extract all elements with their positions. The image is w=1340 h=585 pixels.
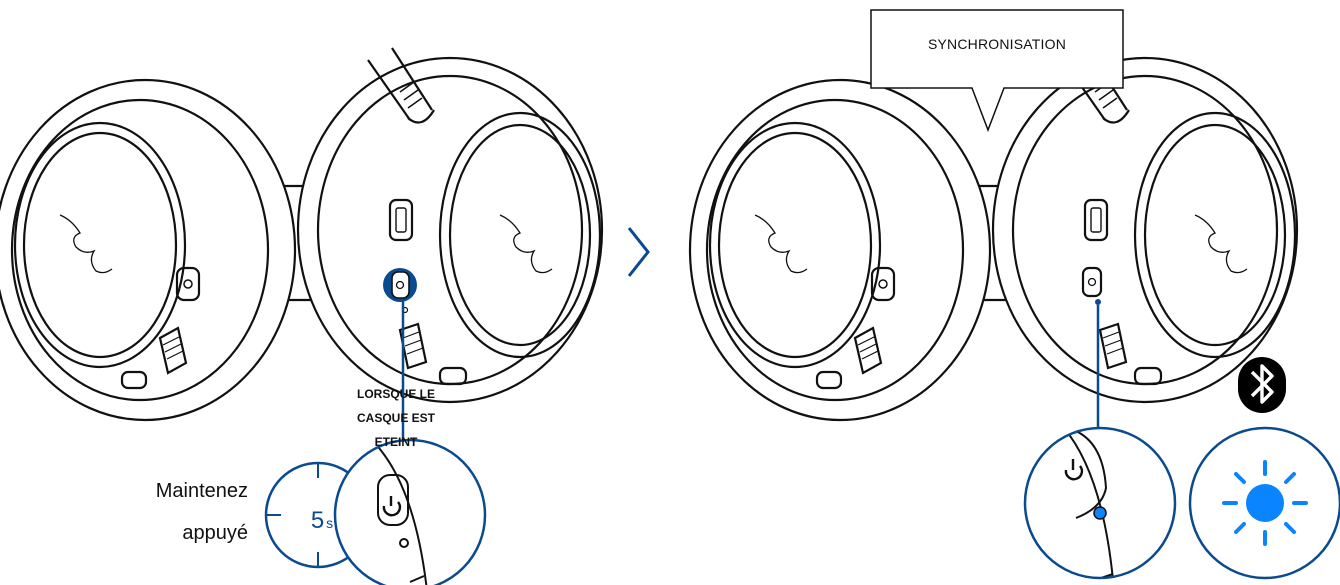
instruction-line: Maintenez: [155, 480, 248, 502]
power-button-zoom-circle: [333, 438, 487, 585]
led-zoom-circle: [1023, 426, 1177, 580]
condition-line: ETEINT: [374, 435, 418, 449]
hold-time-unit: s: [326, 515, 334, 531]
instruction-line: appuyé: [182, 522, 248, 544]
condition-text: LORSQUE LE CASQUE EST ETEINT: [336, 382, 456, 454]
instruction-text: Maintenez appuyé: [80, 470, 248, 554]
hold-time-value: 5: [310, 507, 325, 534]
headset-left-illustration: [0, 47, 604, 422]
sync-callout-bubble: [870, 9, 1124, 133]
headset-right-illustration: [688, 47, 1299, 422]
condition-line: LORSQUE LE: [356, 387, 435, 401]
chevron-right-icon: [627, 227, 650, 277]
led-light-burst-icon: [1188, 426, 1340, 580]
bluetooth-icon: [1238, 357, 1286, 413]
condition-line: CASQUE EST: [356, 411, 435, 425]
sync-callout-label: SYNCHRONISATION: [927, 36, 1067, 52]
